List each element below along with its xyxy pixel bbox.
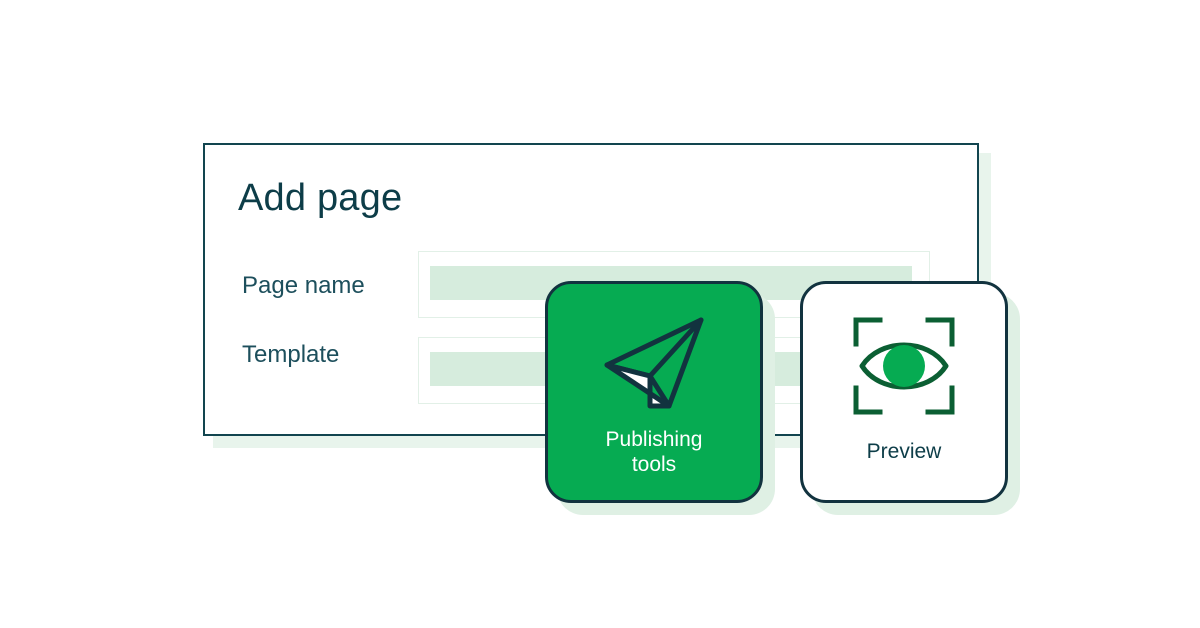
publishing-tools-label: Publishing tools bbox=[605, 428, 703, 476]
paper-plane-icon bbox=[595, 310, 713, 419]
page-title: Add page bbox=[238, 177, 403, 219]
preview-label: Preview bbox=[866, 440, 942, 463]
preview-card[interactable]: Preview bbox=[800, 281, 1008, 503]
field-label-template: Template bbox=[242, 341, 340, 368]
eye-scan-icon bbox=[850, 314, 958, 423]
field-label-page-name: Page name bbox=[242, 272, 365, 299]
publishing-tools-card[interactable]: Publishing tools bbox=[545, 281, 763, 503]
